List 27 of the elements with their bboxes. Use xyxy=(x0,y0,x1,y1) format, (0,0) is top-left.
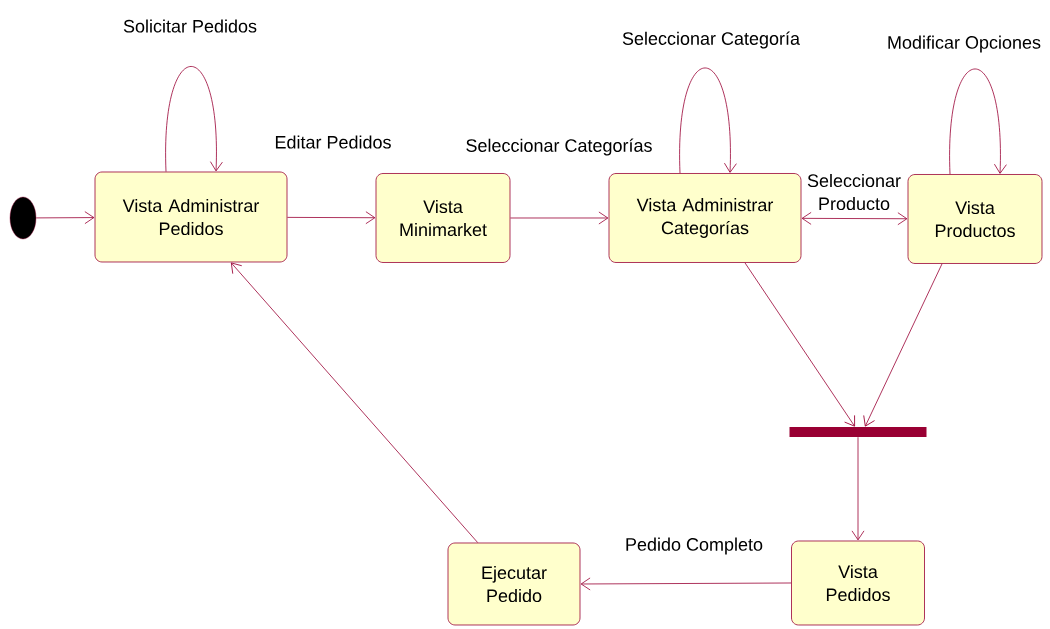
edge-label: Modificar Opciones xyxy=(888,35,1041,53)
self-loop-arrow xyxy=(949,68,1007,175)
transition-arrow xyxy=(863,263,943,427)
edge-label: Seleccionar Categorías xyxy=(466,138,652,156)
fork-bar xyxy=(789,427,927,437)
edge-label: Seleccionar Categoría xyxy=(622,31,800,49)
edge-label: Pedido Completo xyxy=(626,537,763,555)
transition-arrow xyxy=(744,262,855,427)
self-loop-arrow xyxy=(679,67,737,174)
state-box: Vista Administrar Categorías xyxy=(608,173,802,263)
state-box: Vista Administrar Pedidos xyxy=(94,171,288,263)
edge-label: Solicitar Pedidos xyxy=(123,19,257,33)
initial-state xyxy=(9,196,37,240)
transition-arrow xyxy=(801,212,908,226)
state-box: Vista Minimarket xyxy=(375,173,511,263)
state-box: Vista Pedidos xyxy=(791,540,925,626)
state-box: Vista Productos xyxy=(907,174,1043,264)
transition-arrow xyxy=(230,262,479,543)
self-loop-arrow xyxy=(165,66,223,172)
transition-arrow xyxy=(851,436,865,541)
transition-arrow xyxy=(35,211,95,225)
transition-arrow xyxy=(510,211,609,225)
transition-arrow xyxy=(287,211,376,225)
edge-label: Seleccionar Producto xyxy=(807,173,901,211)
edge-label: Editar Pedidos xyxy=(275,135,391,149)
transition-arrow xyxy=(580,577,792,591)
state-box: Ejecutar Pedido xyxy=(447,542,581,626)
